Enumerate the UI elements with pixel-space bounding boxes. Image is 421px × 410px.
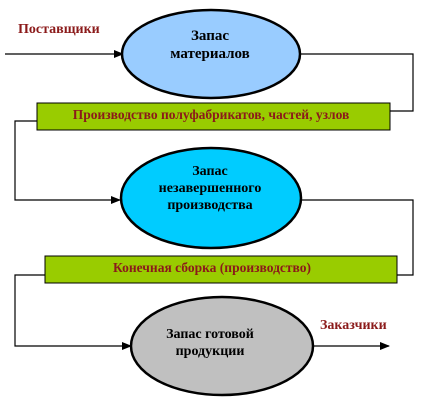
node-finished-goods <box>129 295 315 397</box>
node-wip-line-2: незавершенного <box>158 180 262 196</box>
connector-production-to-wip <box>14 120 121 204</box>
process-assembly-label: Конечная сборка (производство) <box>113 260 311 275</box>
connector-assembly-to-finished <box>14 274 132 350</box>
node-raw-materials <box>120 8 302 100</box>
connector-raw-to-production <box>299 53 414 112</box>
node-wip-line-3: производства <box>167 197 253 213</box>
node-fin-line-2: продукции <box>175 343 245 359</box>
node-raw-line-2: материалов <box>170 46 250 62</box>
suppliers-label: Поставщики <box>18 22 100 37</box>
node-raw-line-1: Запас <box>190 28 230 44</box>
customers-label: Заказчики <box>320 318 387 333</box>
connector-wip-to-assembly <box>300 199 414 276</box>
node-finished-label: Запас готовой продукции <box>135 327 285 361</box>
node-work-in-progress <box>119 146 303 250</box>
node-wip-line-1: Запас <box>192 164 228 179</box>
node-wip-label: Запас незавершенного производства <box>125 164 295 214</box>
node-raw-materials-label: Запас материалов <box>130 27 290 63</box>
process-bar-components <box>36 102 391 131</box>
process-bar-assembly <box>44 255 398 284</box>
process-components-label: Производство полуфабрикатов, частей, узл… <box>72 107 350 122</box>
node-fin-line-1: Запас готовой <box>166 327 254 342</box>
